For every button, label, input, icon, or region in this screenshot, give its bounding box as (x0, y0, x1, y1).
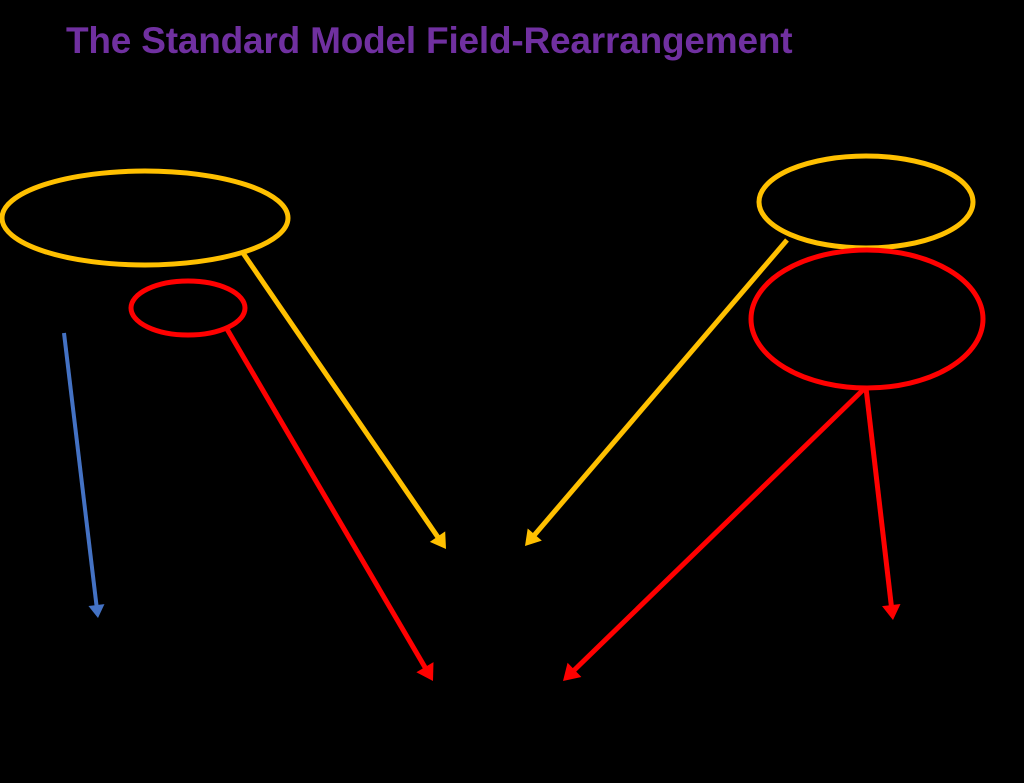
left-gold-arrow-shaft (240, 251, 444, 544)
right-red-arrow-left[interactable] (563, 386, 867, 681)
left-red-arrow-shaft (224, 327, 431, 675)
right-gold-arrow-shaft (528, 238, 789, 542)
right-gold-arrow[interactable] (525, 238, 789, 546)
page-title: The Standard Model Field-Rearrangement (66, 20, 793, 61)
right-red-arrow-down-head (882, 604, 901, 620)
left-gold-arrow[interactable] (240, 251, 446, 549)
blue-down-arrow-shaft (62, 332, 100, 612)
right-gold-arrow-head (525, 528, 542, 546)
left-lower-red-ellipse[interactable] (128, 278, 248, 338)
blue-down-arrow[interactable] (62, 332, 105, 618)
left-red-arrow-head (416, 662, 434, 681)
right-lower-red-ellipse[interactable] (748, 247, 986, 391)
blue-down-arrow-head (88, 604, 105, 618)
right-red-arrow-left-head (563, 662, 582, 681)
left-upper-gold-ellipse[interactable] (0, 168, 291, 268)
left-gold-arrow-head (429, 531, 446, 549)
right-red-arrow-down[interactable] (863, 387, 901, 620)
right-red-arrow-down-shaft (863, 387, 895, 613)
right-red-arrow-left-shaft (567, 386, 867, 677)
left-red-arrow[interactable] (224, 327, 434, 681)
right-upper-gold-ellipse[interactable] (756, 153, 976, 251)
